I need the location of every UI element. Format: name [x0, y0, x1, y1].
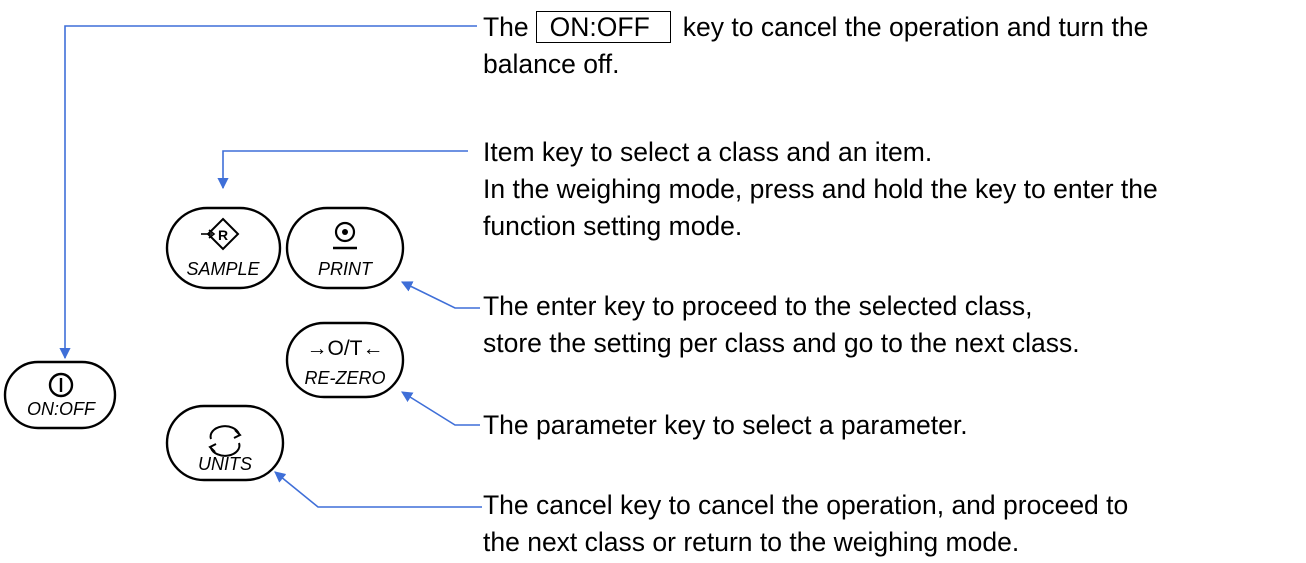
- leader-line-on-off: [59, 25, 477, 360]
- sample-description-line: Item key to select a class and an item.: [483, 137, 933, 167]
- cycle-arrows-icon: [208, 425, 242, 457]
- re-zero-key[interactable]: →O/T← RE-ZERO: [285, 321, 405, 399]
- svg-text:R: R: [218, 227, 228, 243]
- sample-key[interactable]: R SAMPLE: [165, 206, 282, 290]
- on-off-description-line2: balance off.: [483, 49, 620, 79]
- units-description: The cancel key to cancel the operation, …: [483, 487, 1128, 561]
- print-description-line: store the setting per class and go to th…: [483, 328, 1080, 358]
- print-icon: [333, 221, 357, 250]
- on-off-description-prefix: The: [483, 12, 529, 42]
- units-key[interactable]: UNITS: [165, 404, 285, 482]
- print-key[interactable]: PRINT: [285, 206, 405, 290]
- units-description-line: The cancel key to cancel the operation, …: [483, 490, 1129, 520]
- units-key-label: UNITS: [198, 454, 252, 474]
- re-zero-key-label: RE-ZERO: [305, 368, 386, 388]
- sample-description-line: function setting mode.: [483, 211, 743, 241]
- leader-line-print: [400, 281, 480, 309]
- sample-key-label: SAMPLE: [186, 259, 260, 279]
- print-key-label: PRINT: [318, 259, 374, 279]
- power-icon: [48, 372, 74, 398]
- sample-icon: R: [201, 217, 240, 251]
- print-description-line: The enter key to proceed to the selected…: [483, 291, 1033, 321]
- re-zero-description: The parameter key to select a parameter.: [483, 407, 968, 444]
- print-description: The enter key to proceed to the selected…: [483, 288, 1080, 362]
- on-off-key-label: ON:OFF: [27, 399, 96, 419]
- on-off-description-suffix: key to cancel the operation and turn the: [682, 12, 1149, 42]
- units-description-line: the next class or return to the weighing…: [483, 527, 1020, 557]
- re-zero-key-top-label: →O/T←: [307, 337, 384, 360]
- on-off-key[interactable]: ON:OFF: [3, 360, 117, 430]
- leader-line-re-zero: [401, 391, 480, 426]
- on-off-key-reference: ON:OFF: [535, 11, 671, 43]
- leader-line-units: [274, 471, 482, 508]
- sample-description-line: In the weighing mode, press and hold the…: [483, 174, 1158, 204]
- leader-line-sample: [217, 150, 468, 190]
- sample-description: Item key to select a class and an item. …: [483, 134, 1158, 245]
- re-zero-description-line: The parameter key to select a parameter.: [483, 410, 968, 440]
